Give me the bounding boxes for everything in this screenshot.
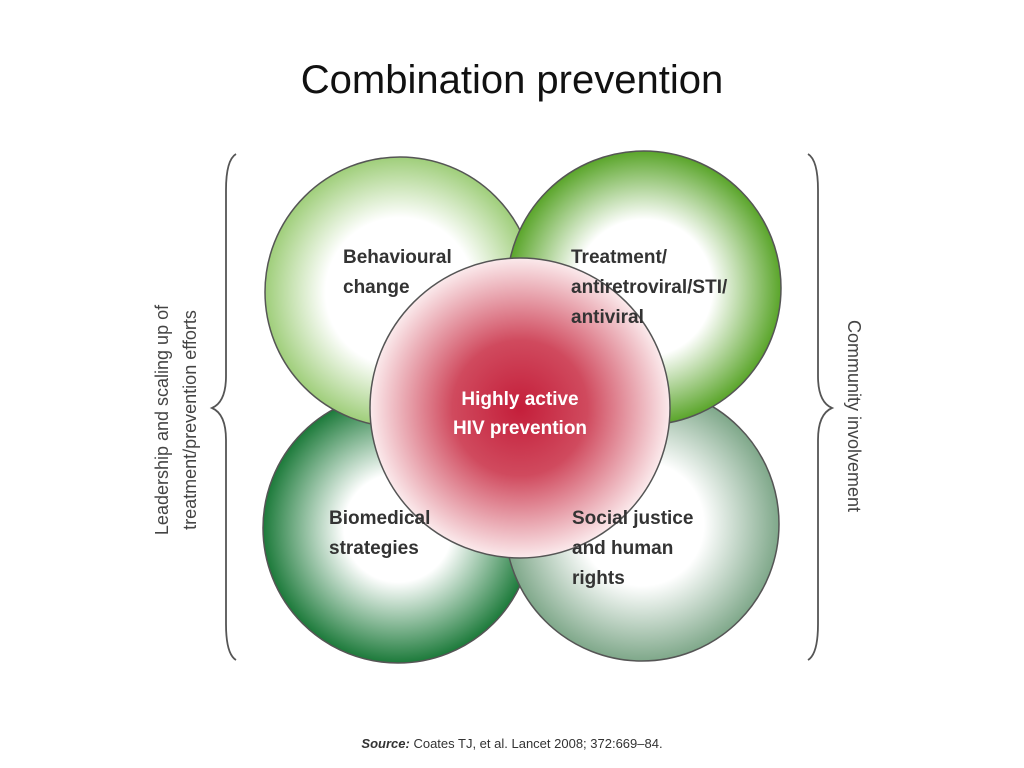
treatment-label-line2: antiretroviral/STI/ xyxy=(571,277,728,298)
left-brace xyxy=(209,153,237,661)
behavioural-change-label-line1: Behavioural xyxy=(343,247,452,268)
social-justice-label-line2: and human xyxy=(572,538,673,559)
treatment-label-line1: Treatment/ xyxy=(571,247,668,268)
source-text: Coates TJ, et al. Lancet 2008; 372:669–8… xyxy=(413,736,663,751)
center-label-line2: HIV prevention xyxy=(453,418,587,439)
leadership-label: Leadership and scaling up of xyxy=(152,304,172,535)
biomedical-label-line2: strategies xyxy=(329,538,419,559)
social-justice-label-line3: rights xyxy=(572,568,625,589)
biomedical-label-line1: Biomedical xyxy=(329,508,430,529)
community-involvement-label: Community involvement xyxy=(844,320,864,512)
center-label-line1: Highly active xyxy=(461,389,578,410)
hiv-prevention-center-circle xyxy=(369,257,671,559)
source-citation: Source: Coates TJ, et al. Lancet 2008; 3… xyxy=(0,736,1024,751)
behavioural-change-label-line2: change xyxy=(343,277,410,298)
slide-title: Combination prevention xyxy=(300,58,724,102)
social-justice-label-line1: Social justice xyxy=(572,508,693,529)
right-brace xyxy=(807,153,835,661)
source-key: Source: xyxy=(361,736,410,751)
treatment-prevention-efforts-label: treatment/prevention efforts xyxy=(180,310,200,530)
treatment-label-line3: antiviral xyxy=(571,307,644,328)
